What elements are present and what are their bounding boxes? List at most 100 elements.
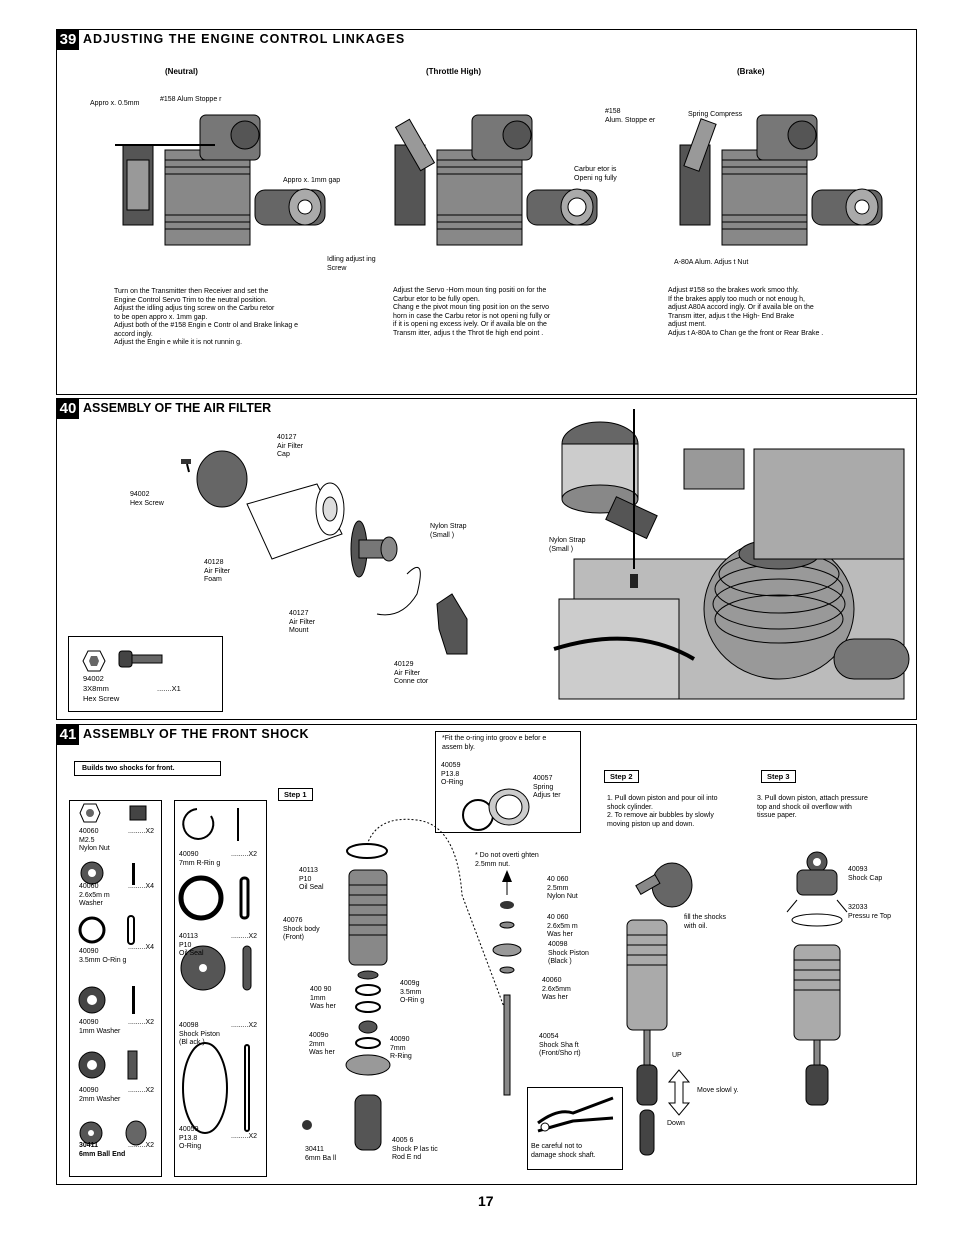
air-filter-exploded-illustration bbox=[181, 450, 468, 655]
part-washer: 40060 2.6x5m m Washer bbox=[79, 883, 110, 907]
section-39: 39 ADJUSTING THE ENGINE CONTROL LINKAGES… bbox=[56, 29, 917, 395]
fill-oil-illustration bbox=[626, 862, 693, 1156]
label-r-ring: 40090 7mm R-Ring bbox=[390, 1036, 412, 1060]
instructions-throttle-high: Adjust the Servo -Horn moun ting positi … bbox=[393, 287, 551, 337]
parts-box-left bbox=[69, 800, 162, 1177]
pressure-top-illustration bbox=[786, 851, 848, 1106]
1mm-washer-icon bbox=[78, 986, 135, 1014]
label-air-filter-mount: 40127 Air Filter Mount bbox=[289, 610, 316, 634]
part-r-ring: 40090 7mm R-Rin g bbox=[179, 851, 221, 867]
r-ring-icon bbox=[182, 808, 239, 841]
label-washer-bottom: 40060 2.6x5mm Was her bbox=[542, 977, 571, 1001]
page-number: 17 bbox=[478, 1193, 494, 1209]
label-hex-screw: 94002 Hex Screw bbox=[130, 491, 164, 507]
step-number: 41 bbox=[57, 725, 79, 745]
view-label-neutral: (Neutral) bbox=[165, 67, 198, 76]
part-name: Hex Screw bbox=[83, 694, 120, 703]
up-down-arrow-icon bbox=[667, 1069, 691, 1116]
careful-note: Be careful not to damage shock shaft. bbox=[531, 1143, 596, 1159]
step-3-label: Step 3 bbox=[761, 770, 796, 783]
section-title: ASSEMBLY OF THE AIR FILTER bbox=[83, 401, 272, 415]
part-oil-seal-qty: .........X2 bbox=[231, 933, 258, 940]
careful-note-box: Be careful not to damage shock shaft. bbox=[527, 1087, 623, 1170]
shock-shaft-illustration bbox=[492, 870, 522, 1096]
part-oil-seal: 40113 P10 Oil Seal bbox=[179, 933, 204, 957]
engine-throttle-high-illustration bbox=[394, 114, 598, 246]
builds-note: Builds two shocks for front. bbox=[74, 761, 221, 776]
part-size: 3X8mm bbox=[83, 684, 109, 693]
label-washer-top: 40 060 2.6x5m m Was her bbox=[547, 914, 578, 938]
part-r-ring-qty: .........X2 bbox=[231, 851, 258, 858]
label-nylon-strap-installed: Nylon Strap (Small ) bbox=[549, 537, 586, 553]
part-oring-p13-qty: .........X2 bbox=[231, 1133, 258, 1140]
step-number: 40 bbox=[57, 399, 79, 419]
step-2-instructions: 1. Pull down piston and pour oil into sh… bbox=[607, 795, 718, 828]
part-code: 94002 bbox=[83, 674, 104, 683]
engine-assembly-illustration bbox=[553, 409, 915, 709]
label-shock-shaft: 40054 Shock Sha ft (Front/Sho rt) bbox=[539, 1033, 581, 1057]
down-label: Down bbox=[667, 1120, 685, 1127]
label-approx-05mm: Appro x. 0.5mm bbox=[90, 100, 140, 107]
label-air-filter-connector: 40129 Air Filter Conne ctor bbox=[394, 661, 429, 685]
spring-adjuster-icon bbox=[462, 788, 530, 831]
label-1mm-washer: 400 90 1mm Was her bbox=[310, 986, 336, 1010]
2mm-washer-icon bbox=[78, 1050, 138, 1080]
instructions-brake: Adjust #158 so the brakes work smoo thly… bbox=[668, 287, 824, 337]
part-nylon-nut: 40060 M2.5 Nylon Nut bbox=[79, 828, 110, 852]
label-pressure-top: 32033 Pressu re Top bbox=[848, 904, 892, 920]
part-2mm-washer: 40090 2mm Washer bbox=[79, 1087, 121, 1103]
label-a80a-nut: A-80A Alum. Adjus t Nut bbox=[674, 259, 749, 266]
part-ball-end: 30411 6mm Ball End bbox=[79, 1142, 126, 1158]
pliers-icon bbox=[537, 1096, 614, 1133]
part-2mm-washer-qty: .........X2 bbox=[128, 1087, 155, 1094]
section-title: ASSEMBLY OF THE FRONT SHOCK bbox=[83, 727, 310, 741]
step-2-label: Step 2 bbox=[604, 770, 639, 783]
part-oring-p13: 40059 P13.8 O-Ring bbox=[179, 1126, 202, 1150]
label-2mm-washer: 4009o 2mm Was her bbox=[309, 1032, 335, 1056]
shock-body-exploded-illustration bbox=[302, 818, 508, 1151]
label-shock-piston: 40098 Shock Piston (Black ) bbox=[548, 941, 589, 965]
label-carb-open: Carbur etor is Openi ng fully bbox=[574, 166, 617, 182]
fill-oil-note: fill the shocks with oil. bbox=[684, 914, 727, 930]
nylon-nut-icon bbox=[79, 803, 147, 823]
hex-screw-icon bbox=[118, 650, 163, 668]
view-label-throttle-high: (Throttle High) bbox=[426, 67, 482, 76]
instructions-neutral: Turn on the Transmitter then Receiver an… bbox=[114, 288, 299, 346]
part-shock-piston: 40098 Shock Piston (Bl ack ) bbox=[179, 1022, 220, 1046]
overtighten-note: * Do not overti ghten 2.5mm nut. bbox=[475, 852, 539, 868]
label-approx-1mm: Appro x. 1mm gap bbox=[283, 177, 341, 184]
step-3-instructions: 3. Pull down piston, attach pressure top… bbox=[757, 795, 868, 819]
label-shock-body: 40076 Shock body (Front) bbox=[283, 917, 320, 941]
oring-p13-icon bbox=[182, 1042, 250, 1134]
parts-box-right bbox=[174, 800, 267, 1177]
section-40: 40 ASSEMBLY OF THE AIR FILTER 40127 Air … bbox=[56, 398, 917, 720]
engine-neutral-illustration bbox=[115, 114, 326, 246]
label-nylon-nut: 40 060 2.5mm Nylon Nut bbox=[547, 876, 578, 900]
label-idling-screw: Idling adjust ing Screw bbox=[327, 256, 376, 272]
washer-icon bbox=[80, 861, 135, 885]
up-label: UP bbox=[672, 1052, 682, 1059]
section-title: ADJUSTING THE ENGINE CONTROL LINKAGES bbox=[83, 32, 406, 46]
oring-note-box: *Fit the o-ring into groov e befor e ass… bbox=[435, 731, 581, 833]
step-1-label: Step 1 bbox=[278, 788, 313, 801]
label-air-filter-foam: 40128 Air Filter Foam bbox=[204, 559, 231, 583]
label-oil-seal: 40113 P10 Oil Seal bbox=[299, 867, 324, 891]
oil-seal-icon bbox=[178, 875, 250, 921]
part-nylon-nut-qty: .........X2 bbox=[128, 828, 155, 835]
part-1mm-washer-qty: .........X2 bbox=[128, 1019, 155, 1026]
label-air-filter-cap: 40127 Air Filter Cap bbox=[277, 434, 304, 458]
oring-note: *Fit the o-ring into groov e befor e ass… bbox=[442, 735, 547, 751]
label-nylon-strap: Nylon Strap (Small ) bbox=[430, 523, 467, 539]
engine-brake-illustration bbox=[679, 114, 883, 246]
move-slowly-note: Move slowl y. bbox=[697, 1087, 739, 1094]
label-rod-end: 4005 6 Shock P las tic Rod E nd bbox=[392, 1137, 438, 1161]
label-oring-p13: 40059 P13.8 O-Ring bbox=[441, 762, 464, 786]
label-spring-compress: Spring Compress bbox=[688, 111, 743, 118]
part-washer-qty: .........X4 bbox=[128, 883, 155, 890]
part-shock-piston-qty: .........X2 bbox=[231, 1022, 258, 1029]
label-shock-cap: 40093 Shock Cap bbox=[848, 866, 883, 882]
label-158-stopper: #158 Alum Stoppe r bbox=[160, 96, 222, 103]
ball-end-icon bbox=[79, 1120, 147, 1146]
hardware-box: 94002 3X8mm .......X1 Hex Screw bbox=[68, 636, 223, 712]
part-oring-qty: .........X4 bbox=[128, 944, 155, 951]
